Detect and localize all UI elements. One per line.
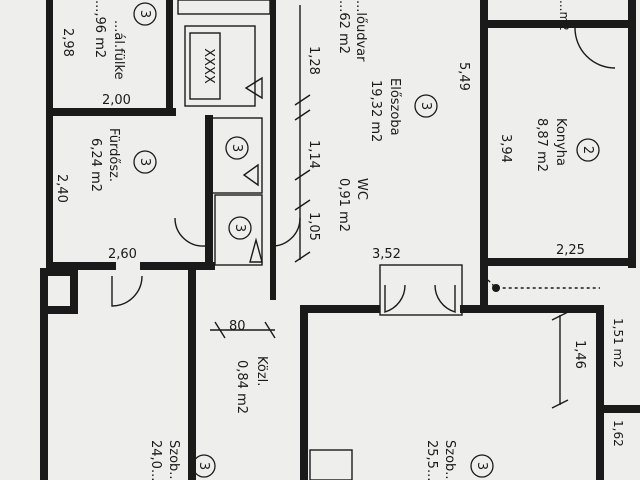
- wall-loggia: [270, 0, 276, 300]
- door-frame-balcony: [379, 264, 463, 316]
- wall-corridor-right: [300, 305, 308, 480]
- mark-circle-wc: [228, 216, 252, 240]
- loggia-name: ...lőudvar: [353, 0, 368, 62]
- dim-114: 1,14: [306, 140, 321, 169]
- corridor-dim: 80: [229, 319, 246, 334]
- wall-kitchen-bottom: [488, 258, 633, 266]
- door-wc-left: [174, 217, 206, 247]
- wall-small-left: [596, 305, 604, 480]
- wall-kitchen-right: [628, 0, 636, 268]
- shaft-inner: [189, 32, 221, 100]
- door-balcony-left: [384, 284, 406, 313]
- wall-hall-right: [480, 0, 488, 310]
- mark-wc: 3: [232, 224, 247, 232]
- wall-room-right: [188, 320, 196, 480]
- wall-room2-top: [300, 305, 380, 313]
- mark-circle-kitchen: [576, 138, 600, 162]
- wall-room-stub: [70, 268, 78, 312]
- dim-128: 1,28: [306, 46, 321, 75]
- mark-mid: 3: [229, 144, 244, 152]
- arrow-3: [249, 237, 263, 263]
- dashed-line: [487, 279, 600, 289]
- small-b-area: 1,62: [611, 420, 625, 447]
- door-kitchen: [574, 27, 616, 69]
- room-labels: 3 ...ál.fülke ...,96 m2 2,98 2,00 3 Fürd…: [54, 0, 625, 480]
- room-left-name: Szob...: [166, 440, 181, 480]
- kitchen-dim-h: 2,25: [556, 243, 585, 258]
- wall-room2-top-right: [460, 305, 600, 313]
- bath-area: 6,24 m2: [88, 138, 103, 192]
- wall-small-divider: [596, 405, 640, 413]
- wall-kitchen-top: [488, 20, 628, 28]
- hall-mark: 3: [418, 102, 433, 110]
- shaft-mid: [211, 117, 263, 194]
- shaft-wc: [214, 194, 263, 266]
- wall-corridor-left: [188, 268, 196, 328]
- wall-bath-bottom-left: [46, 262, 116, 270]
- mark-circle-bath: [133, 150, 157, 174]
- wall-left-top: [46, 0, 53, 270]
- wall-alcove-right: [166, 0, 173, 110]
- mark-circle-room-left: [192, 454, 216, 478]
- arrow-2: [242, 163, 259, 187]
- door-bottom: [309, 449, 353, 480]
- dim-105: 1,05: [306, 212, 321, 241]
- dimension-lines: [210, 5, 569, 409]
- kitchen-name: Konyha: [553, 118, 568, 166]
- wall-room-top-left: [40, 268, 70, 276]
- kitchen-mark: 2: [580, 146, 595, 154]
- small-a-area: 1,51 m2: [611, 318, 625, 368]
- top-right-area: ...m2: [557, 0, 571, 31]
- loggia-area: ...62 m2: [336, 0, 351, 54]
- corridor-area: 0,84 m2: [234, 360, 249, 414]
- alcove-mark: 3: [137, 10, 152, 18]
- bath-dim-v: 2,40: [54, 174, 69, 203]
- alcove-dim-h: 2,00: [102, 93, 131, 108]
- walls: [40, 0, 640, 480]
- room-right-name: Szob...: [442, 440, 457, 480]
- shafts: XXXX 3 3: [177, 0, 271, 266]
- hall-area: 19,32 m2: [368, 80, 383, 142]
- dim-146: [551, 311, 569, 409]
- mark-circle-room-right: [470, 454, 494, 478]
- wall-room-ledge: [40, 306, 78, 314]
- hall-name: Előszoba: [387, 78, 402, 136]
- room-right-area: 25,5...: [424, 440, 439, 480]
- mark-circle-alcove: [133, 2, 157, 26]
- shaft-xxxx: [184, 25, 256, 107]
- alcove-dim-v: 2,98: [60, 28, 75, 57]
- bath-dim-h: 2,60: [108, 247, 137, 262]
- mark-circle-hall: [414, 94, 438, 118]
- alcove-name: ...ál.fülke: [111, 20, 126, 80]
- wall-alcove-bottom: [46, 108, 176, 116]
- corridor-name: Közl.: [254, 356, 269, 386]
- hall-dim-h: 3,52: [372, 247, 401, 262]
- door-balcony-right: [434, 284, 456, 313]
- arrow-1: [244, 76, 263, 100]
- door-room-left: [111, 275, 143, 307]
- mark-circle-mid: [225, 136, 249, 160]
- room-left-area: 24,0...: [148, 440, 163, 480]
- wc-name: WC: [354, 178, 369, 200]
- wall-left-bottom: [40, 268, 48, 480]
- bath-mark: 3: [137, 158, 152, 166]
- hall-dim-v: 5,49: [456, 62, 471, 91]
- kitchen-area: 8,87 m2: [534, 118, 549, 172]
- crossed-box-label: XXXX: [201, 48, 216, 84]
- alcove-area: ...,96 m2: [92, 0, 107, 58]
- doors: [111, 27, 616, 480]
- wall-bath-right: [205, 115, 213, 270]
- room-left-mark: 3: [196, 462, 211, 470]
- wc-area: 0,91 m2: [336, 178, 351, 232]
- shaft-top: [177, 0, 271, 15]
- small-a-dim: 1,46: [572, 340, 587, 369]
- bath-name: Fürdősz.: [106, 128, 121, 182]
- dim-80: [210, 321, 276, 339]
- wall-bath-bottom-right: [140, 262, 215, 270]
- room-right-mark: 3: [474, 462, 489, 470]
- kitchen-dim-v: 3,94: [498, 134, 513, 163]
- dim-ticks: [294, 94, 311, 263]
